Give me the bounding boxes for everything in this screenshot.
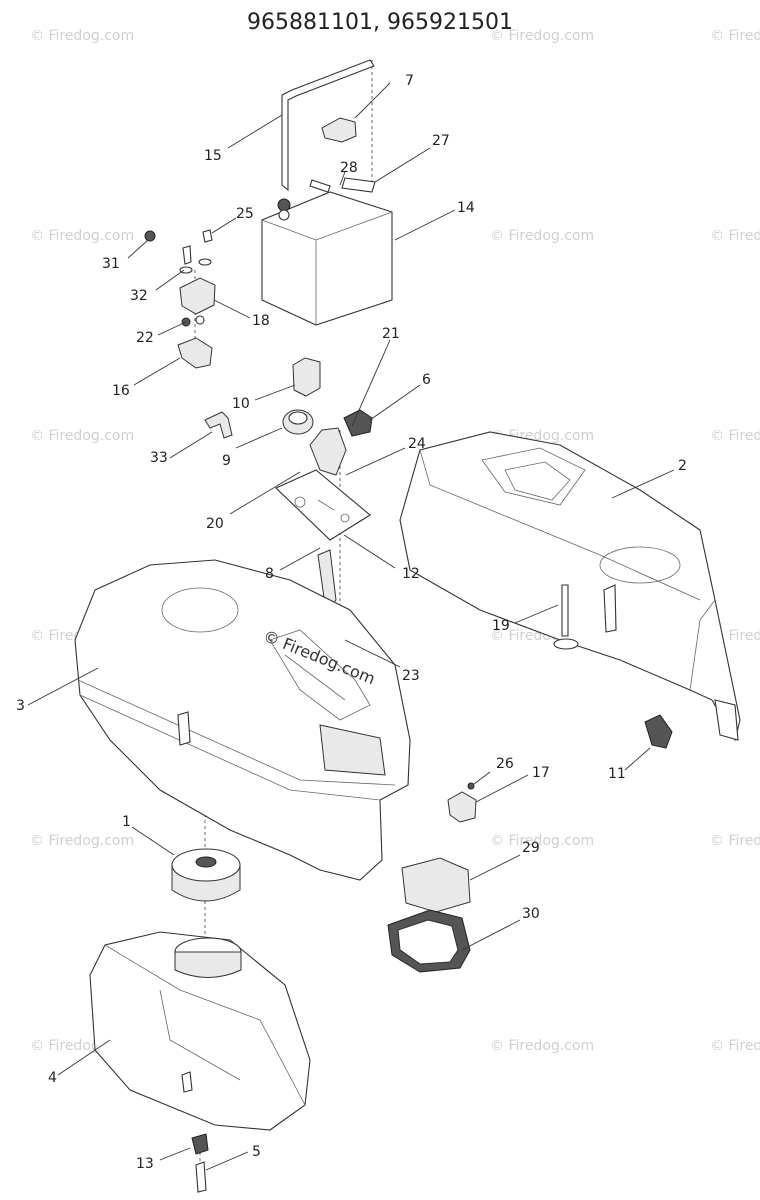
part-22-washer [195, 315, 205, 325]
part-15-strap [281, 59, 375, 192]
callout-9: 9 [222, 453, 231, 469]
part-1-fuel-cap [171, 848, 241, 902]
callout-14: 14 [457, 200, 475, 216]
callout-20: 20 [206, 516, 224, 532]
part-16-connector [177, 337, 213, 369]
callout-16: 16 [112, 383, 130, 399]
part-10-switch [292, 357, 321, 397]
part-12-control-plate [275, 469, 371, 541]
callout-1: 1 [122, 814, 131, 830]
callout-28: 28 [340, 160, 358, 176]
part-20-lever [309, 427, 347, 476]
callout-30: 30 [522, 906, 540, 922]
callout-21: 21 [382, 326, 400, 342]
watermark: © Firedog.com [710, 228, 760, 244]
callout-3: 3 [16, 698, 25, 714]
callout-24: 24 [408, 436, 426, 452]
watermark: © Firedog.com [710, 28, 760, 44]
callout-32: 32 [130, 288, 148, 304]
part-26-screw [467, 782, 475, 790]
callout-4: 4 [48, 1070, 57, 1086]
callout-25: 25 [236, 206, 254, 222]
part-28-bolt [309, 179, 331, 193]
callout-19: 19 [492, 618, 510, 634]
callout-labels: 1 2 3 4 5 6 7 8 9 10 11 12 13 14 15 16 1… [16, 73, 687, 1172]
part-3-front-shroud [74, 559, 411, 881]
callout-8: 8 [265, 566, 274, 582]
callout-13: 13 [136, 1156, 154, 1172]
callout-6: 6 [422, 372, 431, 388]
part-17-switch [447, 791, 477, 823]
watermark: © Firedog.com [30, 833, 134, 849]
callout-12: 12 [402, 566, 420, 582]
part-9-ignition-switch [282, 409, 314, 435]
watermark: © Firedog.com [710, 428, 760, 444]
part-8-cable [317, 549, 337, 614]
part-2-rear-panel [399, 431, 741, 742]
callout-15: 15 [204, 148, 222, 164]
part-5-nipple [195, 1161, 207, 1193]
watermark: © Firedog.com [710, 1038, 760, 1054]
watermark: © Firedog.com [490, 1038, 594, 1054]
watermark: © Firedog.com [490, 228, 594, 244]
watermark: © Firedog.com [490, 833, 594, 849]
part-19-bolt [561, 584, 569, 637]
part-32-washer [179, 266, 193, 274]
part-27-bracket [341, 177, 376, 193]
part-7-terminal-cover [321, 117, 357, 143]
callout-17: 17 [532, 765, 550, 781]
part-18-solenoid [179, 277, 216, 315]
part-6-knob [343, 409, 373, 437]
callout-7: 7 [405, 73, 414, 89]
callout-22: 22 [136, 330, 154, 346]
watermark: © Firedog.com [30, 28, 134, 44]
callout-31: 31 [102, 256, 120, 272]
part-4-fuel-tank [89, 931, 311, 1131]
callout-23: 23 [402, 668, 420, 684]
diagram-title: 965881101, 965921501 [247, 10, 513, 35]
part-29-cover [401, 857, 471, 913]
callout-11: 11 [608, 766, 626, 782]
part-32-screw [182, 245, 192, 265]
part-25-screw [202, 229, 213, 243]
callout-10: 10 [232, 396, 250, 412]
part-30-bezel [387, 909, 471, 973]
watermark: © Firedog.com [710, 833, 760, 849]
watermark: © Firedog.com [30, 228, 134, 244]
part-18-washer [198, 258, 212, 266]
callout-18: 18 [252, 313, 270, 329]
leader-lines [27, 82, 675, 1171]
callout-29: 29 [522, 840, 540, 856]
callout-5: 5 [252, 1144, 261, 1160]
part-13-fitting [191, 1133, 209, 1155]
callout-27: 27 [432, 133, 450, 149]
watermark: © Firedog.com [490, 28, 594, 44]
callout-2: 2 [678, 458, 687, 474]
part-31-nut [144, 230, 156, 242]
part-33-key [204, 411, 233, 439]
part-14-battery [261, 191, 393, 326]
callout-33: 33 [150, 450, 168, 466]
callout-26: 26 [496, 756, 514, 772]
watermark: © Firedog.com [30, 428, 134, 444]
part-19-washer [553, 638, 579, 650]
part-11-connector [644, 714, 673, 749]
